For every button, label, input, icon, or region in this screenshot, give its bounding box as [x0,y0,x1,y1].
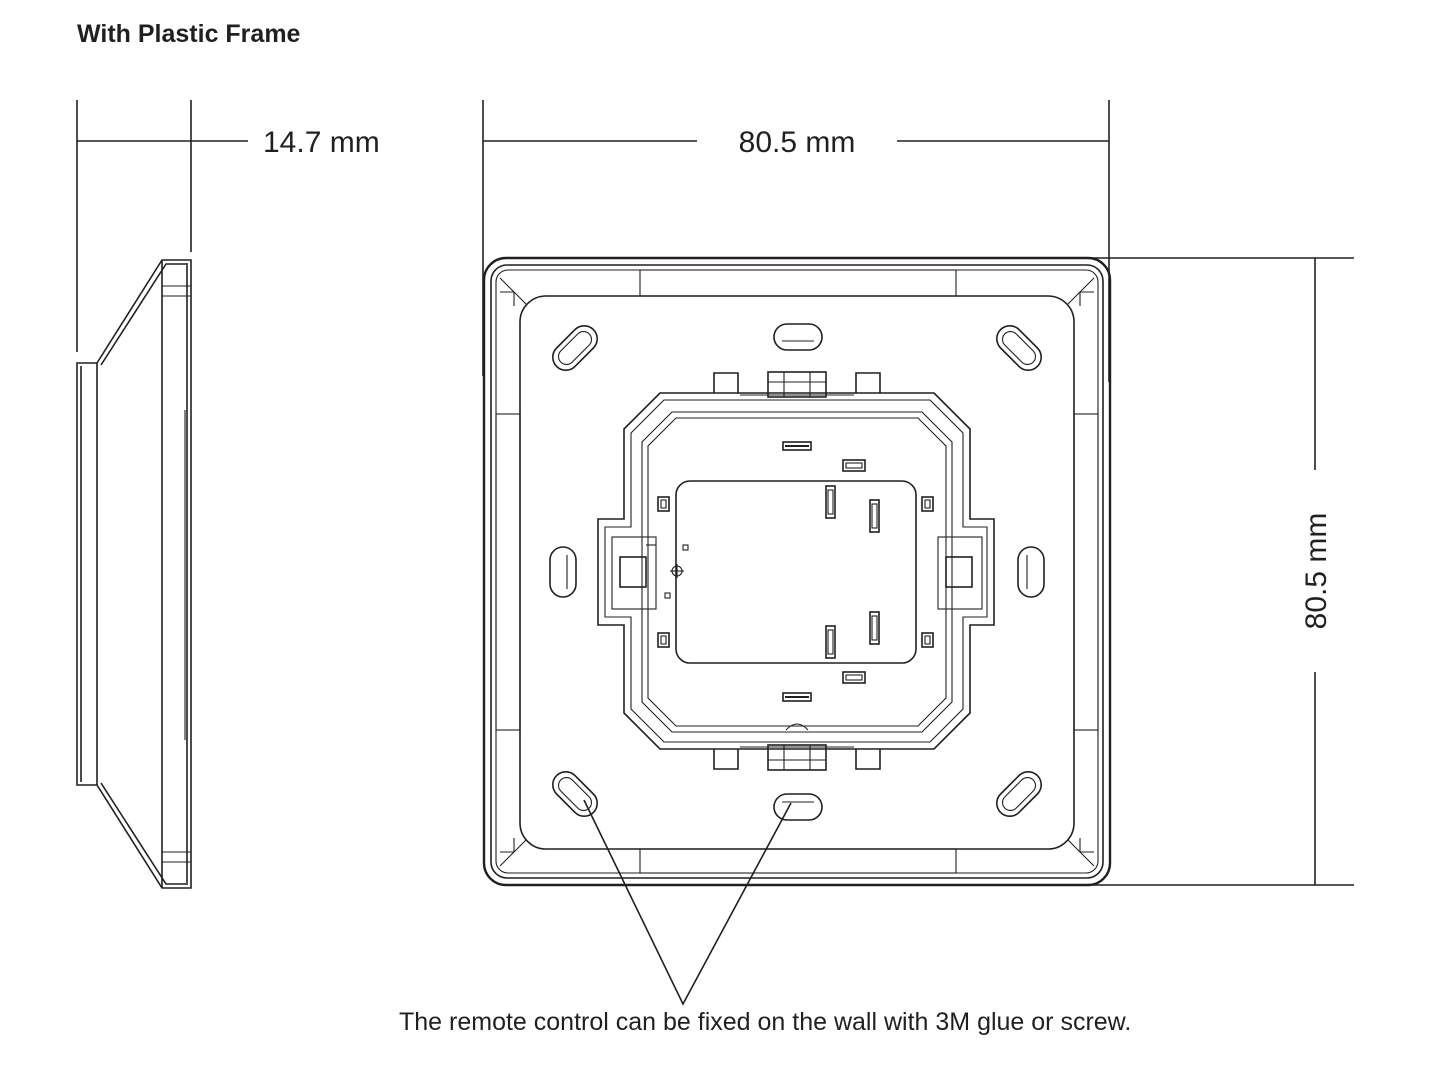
mounting-bracket [597,371,995,771]
height-dimension-label: 80.5 mm [1300,513,1333,630]
screw-slot-left-center [549,546,577,598]
height-dimension: 80.5 mm [985,257,1354,886]
depth-dimension-label: 14.7 mm [263,126,380,159]
depth-dimension: 14.7 mm [76,100,380,352]
screw-slot-bottom-right [996,771,1042,817]
plastic-frame [482,256,1112,887]
bottom-clip [713,723,881,771]
leader-line [583,799,792,1006]
mounting-note-text: The remote control can be fixed on the w… [399,1008,1131,1036]
left-latch [611,536,657,610]
screw-slot-bottom-left [552,771,598,817]
screw-slot-top-right [996,325,1042,371]
mounting-note: The remote control can be fixed on the w… [399,799,1131,1036]
front-view: 80.5 mm 80.5 mm [482,100,1354,887]
width-dimension: 80.5 mm [482,100,1110,382]
center-mark [670,564,684,578]
top-clip [713,371,881,398]
side-view: 14.7 mm [76,100,380,889]
mounting-holes [549,323,1045,821]
width-dimension-label: 80.5 mm [739,126,856,159]
screw-slot-top-left [552,325,598,371]
diagram-title: With Plastic Frame [77,20,301,48]
contact-mark [782,441,812,451]
contact-mark [782,692,812,702]
side-profile [76,259,192,889]
screw-slot-right-center [1017,546,1045,598]
screw-slot-top-center [773,323,823,351]
right-latch [937,536,983,610]
screw-slot-bottom-center [773,793,823,821]
back-plate [675,480,917,664]
